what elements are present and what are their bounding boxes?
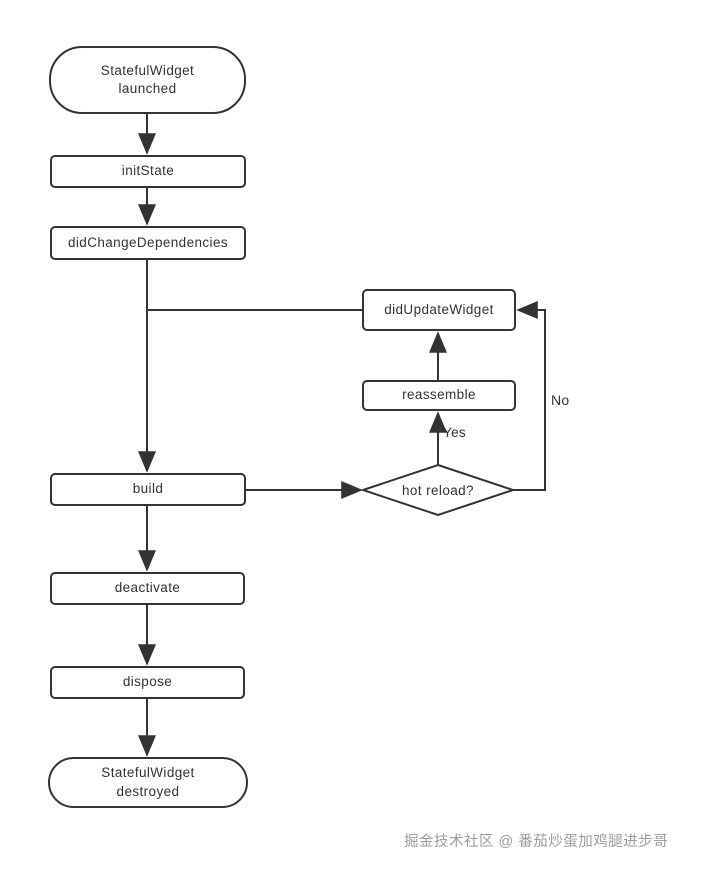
node-hot-reload-label: hot reload? <box>402 482 474 498</box>
node-didupdatewidget: didUpdateWidget <box>362 289 516 331</box>
node-build: build <box>50 473 246 506</box>
edge-label-yes: Yes <box>443 425 466 440</box>
edge-label-no: No <box>551 392 570 408</box>
node-didchangedependencies: didChangeDependencies <box>50 226 246 260</box>
node-hot-reload-diamond-shape <box>359 463 517 517</box>
node-initstate: initState <box>50 155 246 188</box>
watermark-text: 掘金技术社区 @ 番茄炒蛋加鸡腿进步哥 <box>404 834 669 850</box>
node-statefulwidget-destroyed: StatefulWidget destroyed <box>48 757 248 808</box>
node-deactivate: deactivate <box>50 572 245 605</box>
node-dispose: dispose <box>50 666 245 699</box>
node-statefulwidget-launched: StatefulWidget launched <box>49 46 246 114</box>
node-reassemble: reassemble <box>362 380 516 411</box>
edge-hotreload-didupdate-no <box>513 301 546 491</box>
